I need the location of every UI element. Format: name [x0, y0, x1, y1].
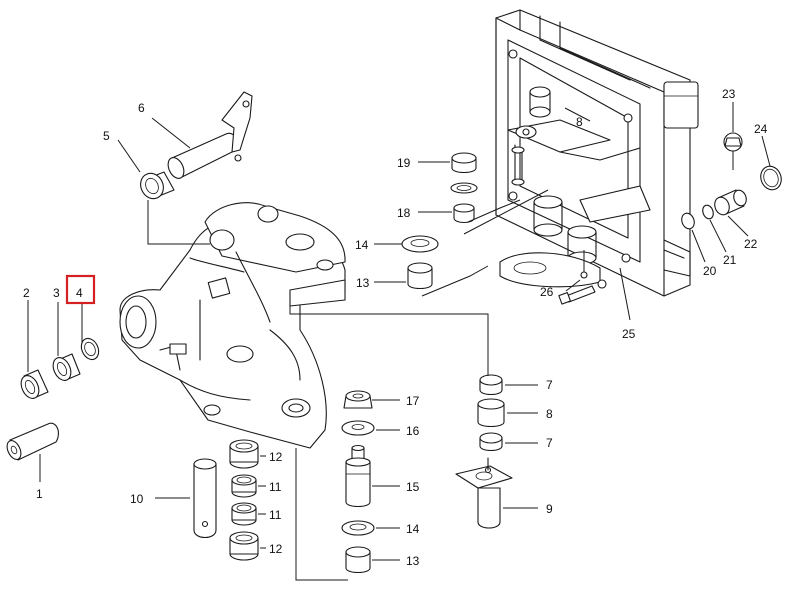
- callout-11-lower: 11: [269, 508, 282, 522]
- callout-7-lower: 7: [546, 436, 553, 450]
- part-7-bushing-lower: [479, 432, 503, 452]
- part-15-stud: [345, 444, 371, 508]
- part-26-bolt: [558, 279, 607, 305]
- part-3-bushing: [52, 353, 81, 381]
- part-11-bushing-upper: [231, 474, 257, 498]
- callout-18: 18: [397, 206, 411, 220]
- callout-10: 10: [130, 492, 144, 506]
- part-4-seal-ring: [80, 337, 100, 361]
- callout-15: 15: [406, 480, 420, 494]
- callout-3: 3: [53, 286, 60, 300]
- callout-2: 2: [23, 286, 30, 300]
- callout-12-lower: 12: [269, 542, 283, 556]
- part-11-bushing-lower: [231, 502, 257, 526]
- callout-4-highlight-box: [65, 274, 96, 305]
- callout-7-upper: 7: [546, 378, 553, 392]
- part-22-bushing: [714, 189, 747, 216]
- callout-22: 22: [744, 237, 758, 251]
- callout-labels: 1 2 3 4 5 6 7 7 8 8 9 10 11 11 12 12 13 …: [23, 87, 768, 568]
- part-23-grease-nipple: [723, 132, 743, 152]
- callout-11-upper: 11: [269, 480, 282, 494]
- callout-5: 5: [103, 129, 110, 143]
- callout-17: 17: [406, 394, 420, 408]
- part-2-bushing: [20, 369, 49, 399]
- part-16-washer: [341, 420, 375, 436]
- part-19-bushing: [451, 152, 477, 174]
- callout-6: 6: [138, 101, 145, 115]
- part-1-pin: [6, 422, 59, 461]
- part-14-washer-upper: [401, 235, 439, 253]
- callout-14-lower: 14: [406, 522, 420, 536]
- callout-12-upper: 12: [269, 450, 283, 464]
- callout-8-frame: 8: [576, 115, 583, 129]
- callout-26: 26: [540, 285, 554, 299]
- part-7-bushing-upper: [479, 374, 503, 396]
- part-10-long-pin: [193, 458, 217, 539]
- part-13-sleeve-upper: [407, 262, 433, 290]
- callout-19: 19: [397, 156, 411, 170]
- housing-body: [119, 202, 346, 449]
- part-12-bushing-upper: [229, 439, 259, 469]
- part-17-nut: [343, 390, 373, 409]
- part-12-bushing-lower: [229, 531, 259, 561]
- part-5-bushing: [140, 171, 175, 200]
- callout-8-stack: 8: [546, 407, 553, 421]
- part-18-bushing: [453, 203, 475, 224]
- part-21-oring: [702, 204, 714, 220]
- part-14-washer-lower: [341, 520, 375, 536]
- callout-23: 23: [722, 87, 736, 101]
- callout-14-upper: 14: [355, 238, 369, 252]
- callout-21: 21: [723, 253, 737, 267]
- part-9-pivot-pin: [455, 457, 513, 529]
- part-24-snap-ring: [760, 165, 782, 191]
- callout-25: 25: [622, 327, 636, 341]
- callout-1: 1: [36, 487, 43, 501]
- main-frame: [495, 9, 699, 297]
- callout-20: 20: [703, 264, 717, 278]
- callout-16: 16: [406, 424, 420, 438]
- leader-lines: [27, 102, 771, 581]
- callout-9: 9: [546, 502, 553, 516]
- callout-24: 24: [754, 122, 768, 136]
- part-6-shaft: [167, 91, 253, 179]
- part-8-sleeve-lower: [477, 398, 505, 428]
- part-18-washer-ring: [450, 182, 478, 194]
- part-20-oring: [681, 212, 695, 230]
- callout-13-upper: 13: [356, 276, 370, 290]
- callout-4: 4: [76, 286, 83, 300]
- callout-13-lower: 13: [406, 554, 420, 568]
- part-13-sleeve-lower: [345, 546, 371, 574]
